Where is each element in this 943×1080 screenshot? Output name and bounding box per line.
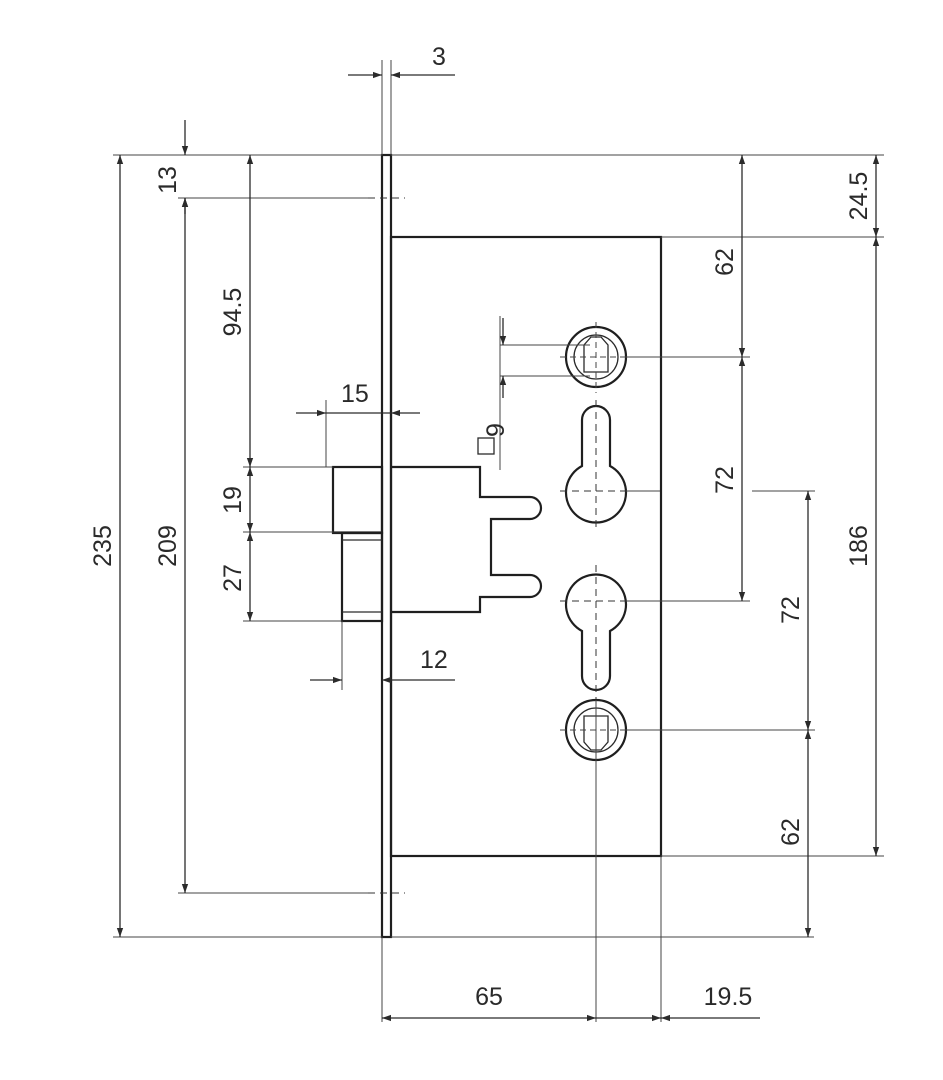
deadbolt — [340, 531, 384, 623]
extension-lines — [113, 60, 884, 1022]
dim-fixing-hole-distance: 209 — [154, 525, 182, 567]
dim-latch-height: 19 — [219, 486, 247, 514]
dim-lower-centre-distance: 72 — [777, 596, 805, 624]
dim-upper-follower-from-top: 62 — [711, 248, 739, 276]
dimension-labels: 3 13 235 209 94.5 19 27 15 12 9 62 72 72… — [89, 43, 873, 1011]
latch-bolt — [331, 465, 384, 535]
dimension-lines — [116, 71, 880, 1022]
dim-upper-centre-distance: 72 — [711, 466, 739, 494]
dim-face-to-latch: 15 — [341, 380, 369, 408]
dim-top-offset: 13 — [154, 166, 182, 194]
dim-faceplate-thickness: 3 — [432, 43, 446, 71]
upper-cylinder-cutout — [564, 404, 628, 524]
lock-body — [331, 153, 663, 1022]
dim-deadbolt-height: 27 — [219, 564, 247, 592]
dim-lower-follower-to-bottom: 62 — [777, 818, 805, 846]
follower-square-symbol — [477, 437, 495, 455]
upper-follower — [560, 322, 632, 393]
dim-backset: 65 — [475, 983, 503, 1011]
dim-follower-square: 9 — [482, 423, 510, 437]
lock-case — [389, 235, 663, 858]
faceplate — [380, 153, 393, 939]
dim-bolt-throw: 12 — [420, 646, 448, 674]
dim-case-height: 186 — [845, 525, 873, 567]
dim-top-case-offset: 24.5 — [845, 172, 873, 221]
dim-backset-upper: 94.5 — [219, 288, 247, 337]
dim-case-depth-remainder: 19.5 — [704, 983, 753, 1011]
bolt-mechanism — [391, 465, 543, 614]
dim-overall-height: 235 — [89, 525, 117, 567]
